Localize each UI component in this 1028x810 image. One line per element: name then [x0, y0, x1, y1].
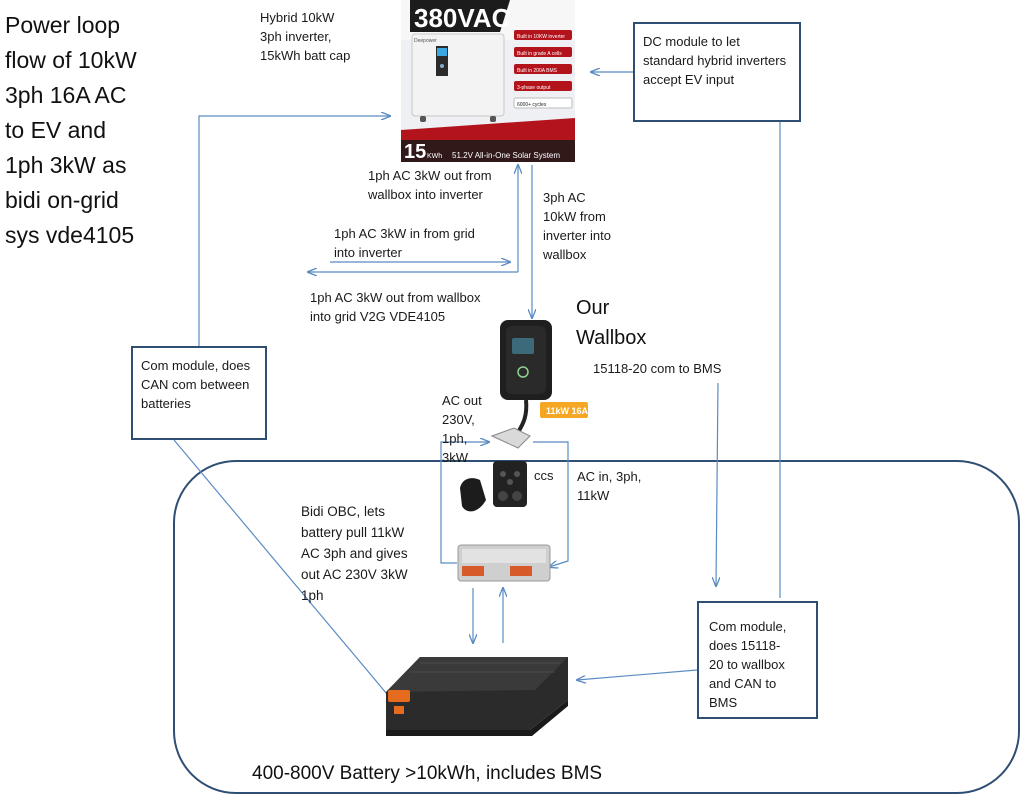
diagram-title: Power loop flow of 10kW 3ph 16A AC to EV… — [5, 12, 137, 248]
flow-grid-to-inverter: 1ph AC 3kW in from grid into inverter — [334, 226, 475, 260]
com-module-left-box: Com module, does CAN com between batteri… — [131, 346, 267, 440]
wallbox-badge: 11kW 16A — [546, 406, 589, 416]
arrow-wallbox-to-com-right — [716, 382, 718, 586]
inverter-feature-2: Built in grade A cells — [517, 51, 562, 57]
inverter-feature-5: 6000+ cycles — [517, 102, 547, 108]
flow-wallbox-to-inverter: 1ph AC 3kW out from wallbox into inverte… — [368, 168, 492, 202]
inverter-label: Hybrid 10kW 3ph inverter, 15kWh batt cap — [260, 10, 351, 63]
battery-pack-image — [386, 657, 568, 736]
wallbox-image: 11kW 16A — [490, 320, 589, 449]
ccs-inlet-image — [460, 461, 527, 512]
com-module-right-text: Com module, does 15118- 20 to wallbox an… — [709, 619, 787, 710]
inverter-feature-4: 3-phase output — [517, 85, 551, 91]
line-com-to-battery — [173, 439, 393, 701]
inverter-feature-3: Built in 200A BMS — [517, 68, 558, 74]
flow-inverter-to-wallbox: 3ph AC 10kW from inverter into wallbox — [543, 190, 611, 262]
flow-wallbox-to-grid: 1ph AC 3kW out from wallbox into grid V2… — [310, 290, 481, 324]
obc-image — [457, 544, 551, 582]
battery-caption: 400-800V Battery >10kWh, includes BMS — [252, 763, 603, 784]
ac-out-label: AC out 230V, 1ph, 3kW — [442, 393, 482, 465]
inverter-image: 380VAC Deepower Built in 10KW inverter B… — [401, 0, 575, 163]
ev-enclosure — [173, 460, 1020, 794]
arrow-com-right-to-battery — [577, 669, 698, 680]
com-module-right-box: Com module, does 15118- 20 to wallbox an… — [697, 601, 818, 719]
arrow-com-to-inverter — [198, 116, 390, 348]
obc-label: Bidi OBC, lets battery pull 11kW AC 3ph … — [301, 504, 408, 603]
dc-module-box: DC module to let standard hybrid inverte… — [633, 22, 801, 122]
wallbox-protocol: 15118-20 com to BMS — [593, 361, 722, 376]
ccs-label: ccs — [534, 468, 554, 483]
arrow-ac-out — [440, 442, 489, 564]
inverter-feature-1: Built in 10KW inverter — [517, 34, 565, 40]
com-module-left-text: Com module, does CAN com between batteri… — [141, 358, 251, 411]
dc-module-text: DC module to let standard hybrid inverte… — [643, 34, 787, 87]
inverter-voltage-label: 380VAC — [414, 3, 511, 33]
inverter-capacity-unit: KWh — [427, 153, 442, 160]
ac-in-label: AC in, 3ph, 11kW — [577, 469, 642, 503]
inverter-tagline: 51.2V All-in-One Solar System — [452, 151, 560, 160]
wallbox-title: Our Wallbox — [576, 297, 647, 349]
inverter-capacity: 15 — [404, 141, 426, 163]
arrow-ac-in — [533, 441, 569, 567]
inverter-brand: Deepower — [414, 38, 437, 44]
